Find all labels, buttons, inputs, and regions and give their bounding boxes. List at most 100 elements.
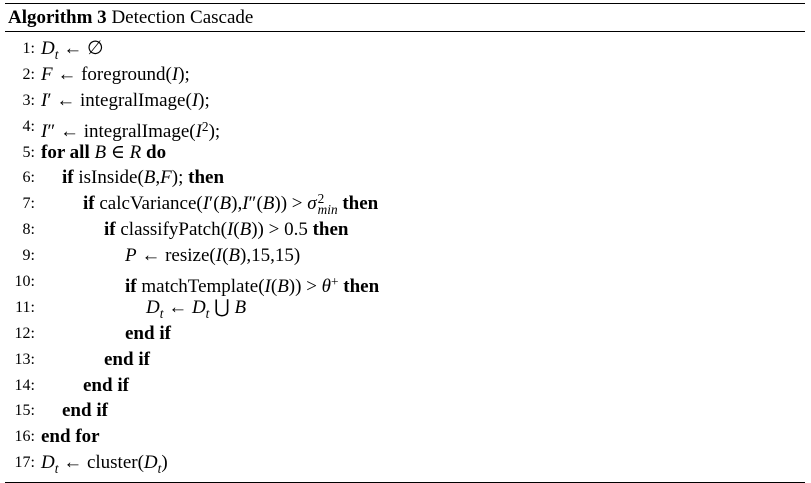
algorithm-line: 17:Dt ← cluster(Dt): [5, 450, 805, 476]
line-number: 8:: [22, 221, 35, 239]
subscript: min: [317, 201, 338, 217]
keyword: end if: [83, 374, 129, 396]
algorithm-line: 2: F ← foreground(I);: [5, 62, 805, 88]
math-symbol: B: [234, 296, 247, 318]
math-symbol: D: [146, 296, 160, 318]
algorithm-line: 6:if isInside(B,F); then: [5, 165, 805, 191]
math-symbol: I: [41, 120, 48, 142]
code-text: ← resize(: [136, 245, 216, 267]
keyword: if: [125, 276, 142, 297]
code-text: isInside(: [78, 167, 144, 189]
line-number: 10:: [14, 273, 35, 291]
line-code: end if: [62, 398, 108, 424]
subscript: t: [159, 305, 164, 321]
code-text: ←: [163, 296, 192, 318]
line-code: if matchTemplate(I(B)) > θ+ then: [125, 269, 379, 300]
math-symbol: I: [191, 89, 199, 111]
line-number: 17:: [14, 454, 35, 472]
line-number: 1:: [22, 40, 35, 57]
line-number: 15:: [14, 402, 35, 420]
algorithm-line: 5:for all B ∈ R do: [5, 140, 805, 166]
keyword: if: [62, 167, 79, 189]
algorithm-line: 4:I″ ← integralImage(I2);: [5, 114, 805, 142]
line-number: 5:: [22, 143, 35, 161]
code-text: ): [161, 452, 168, 474]
keyword: then: [338, 276, 380, 297]
line-number: 2:: [22, 65, 35, 83]
algorithm-line: 11: Dt ← Dt ⋃ B: [5, 295, 805, 321]
code-text: );: [198, 89, 210, 111]
code-text: );: [178, 63, 190, 85]
keyword: for all: [41, 141, 95, 163]
line-number: 4:: [22, 117, 35, 135]
code-text: )) >: [274, 193, 308, 215]
line-code: Dt ← cluster(Dt): [41, 450, 168, 482]
code-text: ← integralImage(: [51, 89, 192, 111]
code-text: ,: [155, 167, 161, 189]
algorithm-line: 15: end if: [5, 398, 805, 424]
line-code: Dt ← ∅: [41, 36, 104, 68]
line-number: 16:: [14, 428, 35, 446]
line-number: 11:: [15, 298, 35, 316]
line-code: end for: [41, 424, 100, 450]
algorithm-label: Algorithm 3: [8, 7, 107, 28]
subscript: t: [54, 46, 59, 62]
code-text: ⋃: [209, 296, 235, 318]
superscript: 2: [201, 118, 209, 134]
math-symbol: I: [195, 120, 202, 142]
math-symbol: B: [277, 276, 289, 297]
math-symbol: D: [191, 296, 206, 318]
code-text: ← foreground(: [52, 63, 172, 85]
line-number: 7:: [22, 195, 35, 213]
keyword: do: [141, 141, 167, 163]
code-text: (: [222, 245, 229, 267]
math-symbol: I: [202, 193, 210, 215]
code-text: )) >: [288, 276, 322, 297]
algorithm-title: Detection Cascade: [111, 7, 254, 28]
keyword: if: [83, 193, 100, 215]
keyword: end if: [62, 400, 108, 422]
line-code: P ← resize(I(B),15,15): [125, 243, 300, 269]
math-symbol: B: [143, 167, 156, 189]
line-code: if isInside(B,F); then: [62, 165, 224, 191]
line-code: end if: [83, 373, 129, 399]
code-text: ′: [47, 89, 52, 111]
algorithm-line: 10: if matchTemplate(I(B)) > θ+ then: [5, 269, 805, 297]
algorithm-line: 16: end for: [5, 424, 805, 450]
code-text: calcVariance(: [99, 193, 203, 215]
subscript: t: [157, 461, 162, 477]
math-symbol: I: [264, 276, 271, 297]
algorithm-line: 14:end if: [5, 373, 805, 399]
keyword: then: [337, 193, 379, 215]
math-symbol: σ: [307, 193, 317, 215]
math-symbol: I: [215, 245, 223, 267]
algorithm-line: 13:end if: [5, 347, 805, 373]
code-text: ),15,15): [240, 245, 301, 267]
math-symbol: R: [129, 141, 142, 163]
line-code: end if: [104, 347, 150, 373]
line-code: F ← foreground(I);: [41, 62, 190, 88]
keyword: end if: [125, 322, 171, 344]
math-symbol: I: [171, 63, 179, 85]
code-text: (: [270, 276, 278, 297]
line-code: Dt ← Dt ⋃ B: [146, 295, 246, 327]
line-code: I′ ← integralImage(I);: [41, 88, 210, 114]
code-text: )) > 0.5: [251, 219, 313, 241]
code-text: ← ∅: [58, 38, 104, 59]
math-symbol: F: [160, 167, 172, 189]
math-symbol: D: [41, 452, 55, 474]
math-symbol: B: [239, 219, 252, 241]
math-symbol: D: [41, 38, 55, 59]
algorithm-line: 3:I′ ← integralImage(I);: [5, 88, 805, 114]
line-number: 3:: [22, 91, 35, 109]
subscript: t: [205, 305, 210, 321]
keyword: then: [312, 219, 349, 241]
algorithm-line: 9:P ← resize(I(B),15,15): [5, 243, 805, 269]
math-symbol: I: [242, 193, 249, 215]
code-text: (: [233, 219, 240, 241]
line-code: if classifyPatch(I(B)) > 0.5 then: [104, 217, 348, 243]
code-text: ← cluster(: [58, 452, 144, 474]
top-rule: [5, 3, 805, 4]
